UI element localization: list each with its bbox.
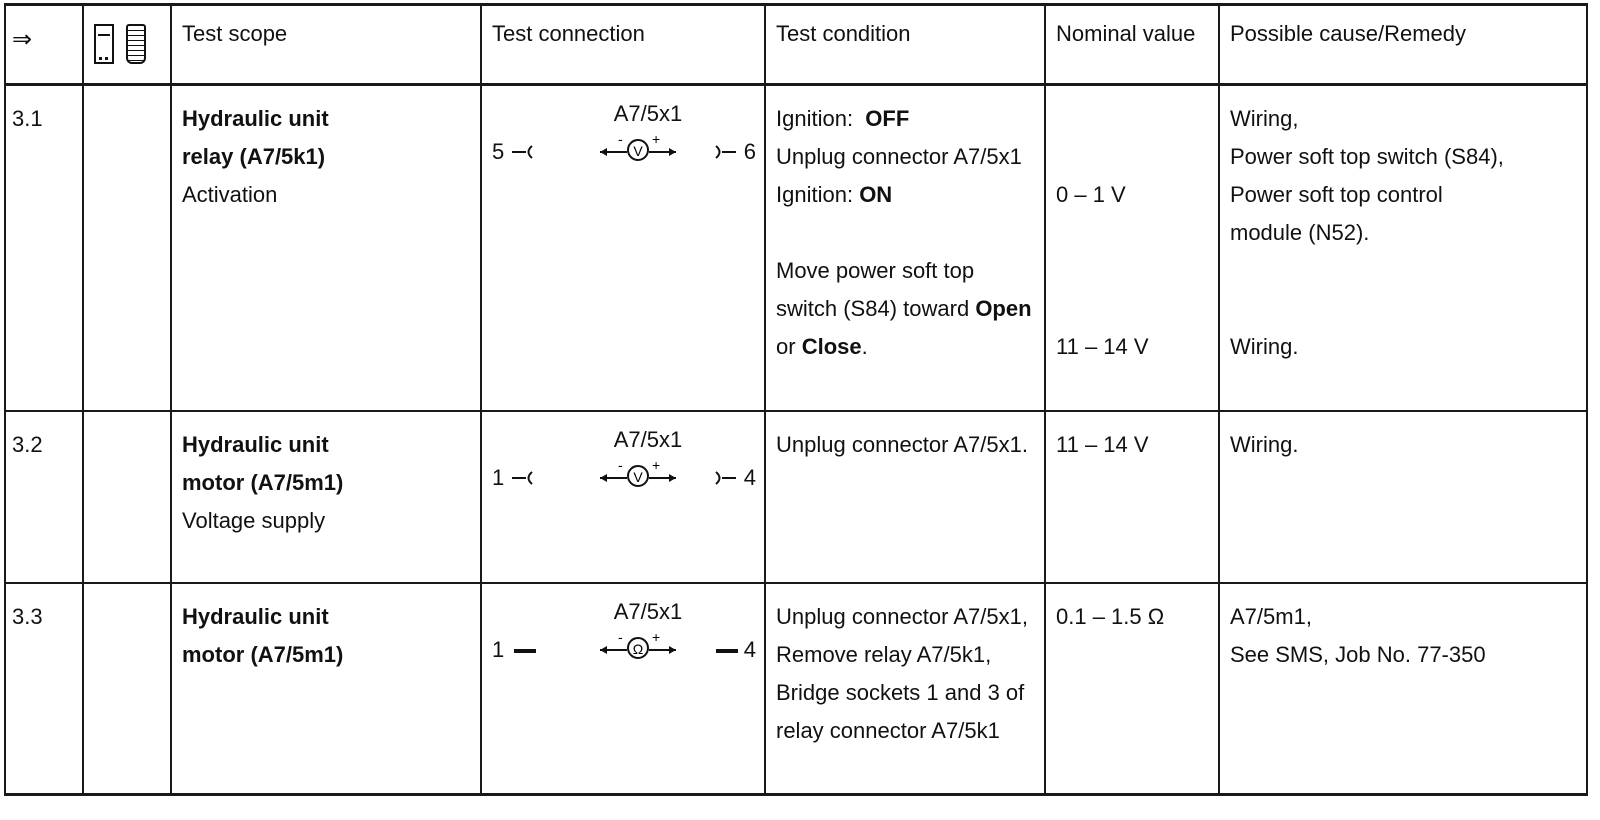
table-row: 3.1 Hydraulic unit relay (A7/5k1) Activa… <box>4 84 1588 412</box>
connector-label: A7/5x1 <box>613 101 683 126</box>
cause-line: Power soft top control <box>1230 182 1443 207</box>
header-test-scope: Test scope <box>170 3 482 86</box>
header-arrow: ⇒ <box>4 3 84 86</box>
table-row: 3.3 Hydraulic unit motor (A7/5m1) A7/5x1… <box>4 582 1588 796</box>
svg-text:+: + <box>652 629 660 645</box>
scope-subtitle: Voltage supply <box>182 507 326 533</box>
pin-right: 6 <box>743 139 756 164</box>
test-condition-cell: Ignition: OFF Unplug connector A7/5x1 Ig… <box>764 84 1046 412</box>
possible-cause-cell: Wiring. <box>1218 410 1588 584</box>
test-scope-cell: Hydraulic unit motor (A7/5m1) Voltage su… <box>170 410 482 584</box>
nominal-value-cell: 0.1 – 1.5 Ω <box>1044 582 1220 796</box>
cause-line: See SMS, Job No. 77-350 <box>1230 641 1486 667</box>
meter-symbol: Ω <box>633 641 643 657</box>
svg-text:-: - <box>618 131 623 147</box>
meter-symbol: V <box>633 469 643 485</box>
scope-title-line: Hydraulic unit <box>182 106 329 131</box>
test-table: ⇒ Test scope Test connection Test condit… <box>4 3 1588 796</box>
condition-line: Ignition: ON <box>776 182 893 207</box>
pin-left: 1 <box>492 464 505 490</box>
cause-line: module (N52). <box>1230 220 1370 245</box>
device-cell <box>82 582 172 796</box>
condition-line: Move power soft top <box>776 258 975 283</box>
condition-line: Unplug connector A7/5x1 <box>776 144 1022 169</box>
pin-left: 5 <box>492 139 505 164</box>
ohmmeter-probe-icon: Ω - + <box>514 629 738 659</box>
nominal-value-cell: 11 – 14 V <box>1044 410 1220 584</box>
header-icons <box>82 3 172 86</box>
device-cell <box>82 410 172 584</box>
condition-line: Bridge sockets 1 and 3 of <box>776 679 1025 705</box>
voltmeter-probe-icon: V - + <box>512 131 736 161</box>
connection-diagram: A7/5x1 1 4 Ω - + <box>492 598 756 678</box>
test-scope-cell: Hydraulic unit motor (A7/5m1) <box>170 582 482 796</box>
scope-title-line: Hydraulic unit <box>182 603 329 629</box>
connector-label: A7/5x1 <box>613 426 683 452</box>
cause-line: Wiring, <box>1230 106 1299 131</box>
connector-label: A7/5x1 <box>613 598 683 624</box>
device-cell <box>82 84 172 412</box>
nominal-value: 11 – 14 V <box>1056 334 1149 359</box>
cause-line: Power soft top switch (S84), <box>1230 144 1504 169</box>
scope-title-line: motor (A7/5m1) <box>182 641 344 667</box>
svg-text:+: + <box>652 457 660 473</box>
condition-line: or Close. <box>776 334 868 359</box>
header-possible-cause: Possible cause/Remedy <box>1218 3 1588 86</box>
test-condition-cell: Unplug connector A7/5x1, Remove relay A7… <box>764 582 1046 796</box>
nominal-value-cell: 0 – 1 V 11 – 14 V <box>1044 84 1220 412</box>
pin-right: 4 <box>743 464 756 490</box>
cause-line: Wiring. <box>1230 431 1299 457</box>
nominal-value: 11 – 14 V <box>1056 431 1149 457</box>
header-test-condition: Test condition <box>764 3 1046 86</box>
pin-right: 4 <box>743 636 756 662</box>
svg-text:-: - <box>618 629 623 645</box>
connection-diagram: A7/5x1 5 6 V - + <box>492 100 756 180</box>
condition-line: Ignition: OFF <box>776 106 910 131</box>
nominal-value: 0.1 – 1.5 Ω <box>1056 603 1165 629</box>
table-row: 3.2 Hydraulic unit motor (A7/5m1) Voltag… <box>4 410 1588 584</box>
step-number: 3.1 <box>4 84 84 412</box>
cause-line: A7/5m1, <box>1230 603 1312 629</box>
meter-symbol: V <box>633 143 643 159</box>
scope-title-line: motor (A7/5m1) <box>182 469 344 495</box>
cause-line: Wiring. <box>1230 334 1299 359</box>
test-connection-cell: A7/5x1 1 4 V - + <box>480 410 766 584</box>
condition-line: Remove relay A7/5k1, <box>776 641 992 667</box>
condition-line: Unplug connector A7/5x1. <box>776 431 1028 457</box>
possible-cause-cell: A7/5m1, See SMS, Job No. 77-350 <box>1218 582 1588 796</box>
possible-cause-cell: Wiring, Power soft top switch (S84), Pow… <box>1218 84 1588 412</box>
condition-line: relay connector A7/5k1 <box>776 717 1000 743</box>
test-scope-cell: Hydraulic unit relay (A7/5k1) Activation <box>170 84 482 412</box>
test-condition-cell: Unplug connector A7/5x1. <box>764 410 1046 584</box>
svg-text:-: - <box>618 457 623 473</box>
multimeter-icon <box>94 24 114 64</box>
test-connection-cell: A7/5x1 1 4 Ω - + <box>480 582 766 796</box>
scope-title-line: relay (A7/5k1) <box>182 144 326 169</box>
header-row: ⇒ Test scope Test connection Test condit… <box>4 3 1588 86</box>
nominal-value: 0 – 1 V <box>1056 182 1126 207</box>
scope-title-line: Hydraulic unit <box>182 431 329 457</box>
step-number: 3.3 <box>4 582 84 796</box>
header-nominal-value: Nominal value <box>1044 3 1220 86</box>
voltmeter-probe-icon: V - + <box>512 457 736 487</box>
tester-icon <box>126 24 146 64</box>
condition-line: Unplug connector A7/5x1, <box>776 603 1028 629</box>
pin-left: 1 <box>492 636 505 662</box>
test-connection-cell: A7/5x1 5 6 V - + <box>480 84 766 412</box>
step-number: 3.2 <box>4 410 84 584</box>
connection-diagram: A7/5x1 1 4 V - + <box>492 426 756 506</box>
scope-subtitle: Activation <box>182 182 278 207</box>
svg-text:+: + <box>652 131 660 147</box>
header-test-connection: Test connection <box>480 3 766 86</box>
condition-line: switch (S84) toward Open <box>776 296 1032 321</box>
